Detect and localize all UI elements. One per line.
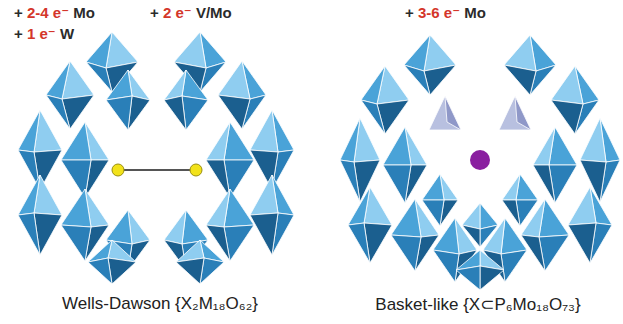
octahedron-face	[340, 118, 360, 162]
octahedron-face	[551, 66, 583, 104]
octahedron-face	[218, 95, 250, 129]
octahedron-face	[433, 218, 459, 254]
octahedron-face	[462, 225, 480, 247]
reduction-label: + 2 e⁻ V/Mo	[150, 4, 232, 22]
octahedron-face	[18, 213, 40, 255]
octahedron-face	[480, 266, 504, 290]
wells-dawson-cluster	[18, 32, 294, 284]
octahedron-face	[391, 199, 421, 237]
octahedron-face	[86, 62, 112, 92]
octahedron-face	[182, 210, 208, 244]
octahedron-face	[499, 96, 531, 130]
octahedron-face	[106, 96, 132, 130]
octahedron-face	[429, 96, 461, 130]
octahedron-face	[456, 266, 480, 290]
reduction-label: + 1 e⁻ W	[14, 25, 74, 43]
octahedron-face	[46, 95, 70, 129]
octahedron-face	[391, 235, 421, 271]
octahedron-face	[504, 65, 536, 95]
octahedron-face	[250, 213, 278, 255]
reduction-label: + 2-4 e⁻ Mo	[14, 4, 95, 22]
octahedron-face	[164, 70, 186, 100]
structure-caption: Basket-like {X⊂P₆Mo₁₈O₇₃}	[375, 294, 580, 315]
basket-cluster	[340, 35, 620, 290]
octahedron-face	[533, 127, 555, 165]
octahedron-face	[18, 110, 40, 152]
octahedron-face	[404, 35, 430, 71]
octahedron-face	[502, 174, 520, 200]
octahedron-face	[480, 203, 498, 229]
octahedron-face	[445, 96, 461, 130]
octahedron-face	[501, 218, 527, 254]
octahedron-face	[46, 61, 70, 99]
octahedron-face	[502, 200, 520, 226]
heteroatom	[190, 164, 202, 176]
octahedron-face	[383, 127, 411, 165]
guest-cation	[470, 150, 490, 170]
octahedron-face	[348, 223, 370, 263]
octahedron-face	[501, 250, 527, 282]
octahedron-face	[340, 160, 360, 202]
octahedron-face	[206, 160, 230, 198]
octahedron-face	[433, 250, 459, 282]
octahedron-face	[404, 65, 430, 95]
octahedron-face	[568, 187, 596, 225]
octahedron-face	[106, 70, 132, 100]
octahedron-face	[108, 258, 136, 284]
reduction-label: + 3-6 e⁻ Mo	[405, 4, 486, 22]
octahedron-face	[218, 61, 250, 99]
octahedron-face	[250, 175, 278, 215]
x-x-axis	[118, 169, 196, 171]
octahedron-face	[462, 203, 480, 229]
octahedron-face	[422, 174, 444, 200]
octahedron-face	[361, 66, 385, 104]
structure-caption: Wells-Dawson {X₂M₁₈O₆₂}	[62, 294, 258, 314]
heteroatom	[112, 164, 124, 176]
octahedron-face	[61, 225, 91, 261]
octahedron-face	[206, 189, 230, 227]
octahedron-face	[182, 96, 208, 130]
octahedron-face	[164, 96, 186, 130]
octahedron-face	[106, 210, 132, 244]
octahedron-face	[515, 96, 531, 130]
octahedron-face	[86, 32, 112, 68]
octahedron-face	[182, 70, 208, 100]
octahedron-face	[250, 110, 278, 152]
octahedron-face	[422, 200, 444, 226]
octahedron-face	[176, 258, 204, 284]
octahedron-face	[61, 122, 91, 160]
octahedron-face	[164, 210, 186, 244]
octahedron-face	[88, 258, 112, 284]
octahedron-face	[348, 187, 370, 225]
octahedron-face	[383, 165, 411, 203]
octahedron-face	[18, 175, 40, 215]
octahedron-face	[480, 225, 498, 247]
octahedron-face	[568, 223, 596, 263]
octahedron-face	[61, 189, 91, 227]
octahedron-face	[206, 122, 230, 160]
octahedron-face	[580, 118, 606, 162]
